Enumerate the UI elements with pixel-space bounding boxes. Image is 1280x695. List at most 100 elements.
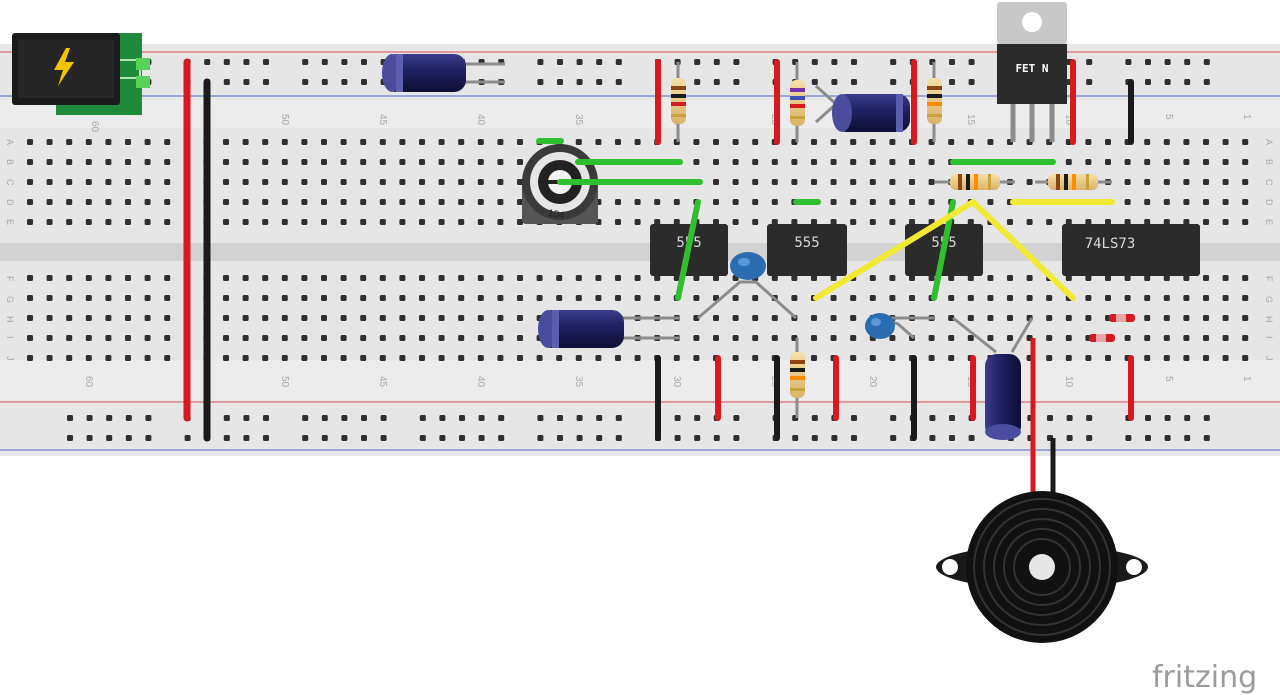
- breadboard-hole: [281, 335, 288, 341]
- breadboard-hole: [948, 335, 955, 341]
- breadboard-hole: [1145, 59, 1151, 65]
- row-letter-i-right: I: [1264, 336, 1274, 339]
- resistor-6[interactable]: [790, 338, 805, 418]
- breadboard-hole: [263, 435, 269, 441]
- power-rail-wires[interactable]: [183, 58, 1134, 442]
- breadboard-hole: [968, 79, 975, 85]
- breadboard-hole: [263, 59, 269, 65]
- ic-74ls73[interactable]: 74LS73: [1062, 224, 1200, 276]
- col-num-bottom-5: 5: [1163, 376, 1174, 382]
- breadboard-hole: [752, 315, 759, 321]
- electrolytic-capacitor-4[interactable]: [952, 316, 1034, 440]
- breadboard-hole: [791, 275, 798, 281]
- breadboard-hole: [634, 295, 641, 301]
- yellow-wires[interactable]: [813, 199, 1115, 301]
- ceramic-capacitor-2[interactable]: [865, 313, 934, 340]
- breadboard-hole: [1203, 139, 1209, 145]
- breadboard-hole: [399, 139, 406, 145]
- col-num-bottom-1: 1: [1241, 376, 1252, 382]
- breadboard-hole: [164, 219, 171, 225]
- breadboard-hole: [1203, 159, 1209, 165]
- breadboard-hole: [223, 179, 229, 185]
- row-letter-h: H: [5, 316, 15, 323]
- breadboard-hole: [125, 219, 131, 225]
- breadboard-hole: [438, 199, 445, 205]
- breadboard-hole: [1144, 219, 1151, 225]
- breadboard-hole: [1026, 275, 1033, 281]
- breadboard-hole: [223, 435, 230, 441]
- breadboard-hole: [1086, 79, 1093, 85]
- breadboard-hole: [301, 335, 308, 341]
- breadboard-hole: [105, 315, 112, 321]
- resistor-8[interactable]: [1089, 334, 1115, 342]
- breadboard-hole: [1065, 159, 1072, 165]
- col-num-bottom-45: 45: [377, 376, 388, 388]
- breadboard-hole: [419, 295, 425, 301]
- breadboard-hole: [477, 355, 484, 361]
- breadboard-hole: [557, 435, 563, 441]
- resistor-4[interactable]: [935, 174, 1015, 190]
- breadboard-hole: [281, 315, 288, 321]
- breadboard-hole: [1222, 295, 1229, 301]
- resistor-2[interactable]: [790, 62, 805, 142]
- electrolytic-capacitor-2[interactable]: [814, 84, 910, 132]
- breadboard-hole: [517, 159, 523, 165]
- breadboard-hole: [576, 435, 583, 441]
- breadboard-hole: [517, 199, 523, 205]
- breadboard-hole: [1086, 435, 1093, 441]
- breadboard-hole: [27, 219, 33, 225]
- breadboard-hole: [1046, 295, 1053, 301]
- breadboard-hole: [145, 415, 152, 421]
- breadboard-hole: [85, 295, 92, 301]
- electrolytic-capacitor-3[interactable]: [538, 310, 680, 348]
- breadboard-hole: [1203, 295, 1209, 301]
- breadboard-hole: [242, 179, 249, 185]
- breadboard-hole: [144, 315, 151, 321]
- breadboard-hole: [830, 179, 837, 185]
- breadboard-hole: [27, 179, 33, 185]
- piezo-buzzer[interactable]: [936, 491, 1148, 643]
- breadboard-hole: [419, 179, 425, 185]
- breadboard-hole: [615, 59, 622, 65]
- breadboard-hole: [360, 295, 367, 301]
- ceramic-capacitor-1[interactable]: [697, 252, 798, 320]
- breadboard-hole: [1222, 159, 1229, 165]
- breadboard-hole: [1222, 315, 1229, 321]
- breadboard-hole: [27, 315, 33, 321]
- breadboard-hole: [301, 315, 308, 321]
- resistor-5[interactable]: [1035, 174, 1112, 190]
- breadboard-hole: [379, 139, 386, 145]
- breadboard-hole: [497, 139, 504, 145]
- resistor-1[interactable]: [671, 62, 686, 142]
- dc-barrel-jack[interactable]: [12, 33, 150, 115]
- breadboard-hole: [595, 139, 602, 145]
- breadboard-hole: [321, 159, 327, 165]
- breadboard-hole: [341, 435, 348, 441]
- breadboard-hole: [752, 219, 759, 225]
- breadboard-hole: [399, 159, 406, 165]
- breadboard-hole: [458, 159, 465, 165]
- breadboard-hole: [752, 199, 759, 205]
- row-letter-b-right: B: [1264, 159, 1274, 165]
- breadboard-hole: [144, 139, 151, 145]
- breadboard-hole: [144, 199, 151, 205]
- breadboard-hole: [811, 275, 817, 281]
- breadboard-hole: [340, 139, 347, 145]
- breadboard-hole: [419, 159, 425, 165]
- breadboard-hole: [713, 315, 719, 321]
- breadboard-hole: [733, 79, 740, 85]
- breadboard-hole: [771, 199, 778, 205]
- breadboard-hole: [673, 199, 680, 205]
- resistor-7[interactable]: [1109, 314, 1135, 322]
- breadboard-hole: [869, 219, 876, 225]
- green-wires[interactable]: [536, 138, 1056, 301]
- resistor-3[interactable]: [927, 62, 942, 142]
- ic-555-2[interactable]: 555: [767, 224, 847, 276]
- breadboard-hole: [164, 315, 171, 321]
- breadboard-hole: [987, 335, 994, 341]
- fet-transistor[interactable]: FET N: [997, 2, 1067, 142]
- breadboard-hole: [713, 435, 720, 441]
- electrolytic-capacitor-1[interactable]: [382, 54, 505, 92]
- breadboard-hole: [1203, 315, 1209, 321]
- buzzer-wires[interactable]: [1030, 338, 1056, 496]
